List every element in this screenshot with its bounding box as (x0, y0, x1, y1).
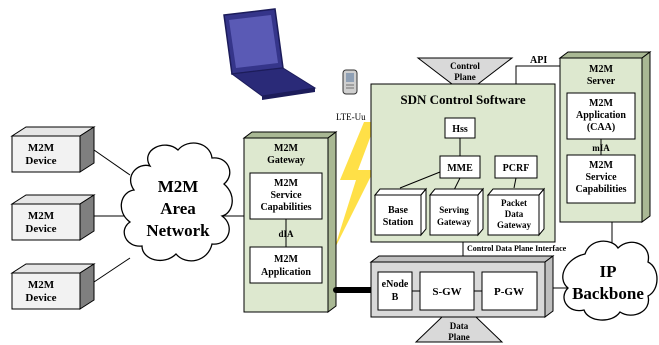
m2m-device-1: M2M Device (10, 126, 96, 173)
gateway-title-line1: M2M (274, 143, 298, 154)
control-plane-line1: Control (450, 61, 480, 71)
gw-sc-line3: Capabilities (260, 202, 311, 213)
base-station-line2: Station (383, 217, 414, 228)
server-service-capabilities-box (566, 154, 636, 204)
serving-gateway-line1: Serving (439, 205, 469, 215)
dia-interface-label: dIA (278, 229, 294, 239)
ip-backbone-cloud: IP Backbone (562, 240, 658, 321)
gw-app-line1: M2M (274, 254, 298, 265)
serving-gateway-box (429, 194, 479, 236)
srv-app-line3: (CAA) (587, 122, 615, 133)
base-station-box (374, 194, 422, 236)
laptop-icon (223, 8, 317, 100)
sgw-label: S-GW (432, 286, 461, 298)
gateway-title-line2: Gateway (267, 155, 305, 166)
pgw-label: P-GW (494, 286, 524, 298)
area-network-line3: Network (146, 221, 210, 240)
api-link (515, 65, 560, 84)
m2m-device-2: M2M Device (10, 194, 96, 241)
lte-uu-label: LTE-Uu (336, 112, 366, 122)
control-plane-line2: Plane (454, 72, 476, 82)
m2m-gateway: M2M Gateway M2M Service Capabilities dIA… (242, 131, 338, 313)
pdn-gateway-line3: Gateway (497, 220, 531, 230)
gw-app-line2: Application (261, 267, 311, 278)
area-network-line2: Area (160, 199, 196, 218)
data-plane-line2: Plane (448, 332, 470, 342)
pdn-gateway-line1: Packet (501, 198, 527, 208)
pgw-box (481, 271, 538, 311)
enodeb-box (377, 271, 413, 311)
srv-app-line2: Application (576, 110, 626, 121)
cdpi-label: Control Data Plane Interface (467, 244, 567, 253)
device-label-line2: Device (25, 223, 56, 235)
base-station-line1: Base (388, 205, 409, 216)
srv-sc-line3: Capabilities (575, 184, 626, 195)
data-plane-container: eNode B S-GW P-GW (369, 255, 555, 318)
sdn-title: SDN Control Software (400, 92, 525, 107)
pcrf-label: PCRF (503, 163, 530, 174)
hss-label: Hss (452, 124, 468, 135)
ip-backbone-line2: Backbone (572, 284, 644, 303)
srv-sc-line1: M2M (589, 160, 613, 171)
gateway-service-capabilities-box (249, 172, 323, 220)
mme-label: MME (447, 163, 473, 174)
packet-data-gateway-box (487, 194, 540, 236)
control-plane-marker: Control Plane (416, 57, 514, 85)
m2m-area-network-cloud: M2M Area Network (120, 142, 233, 262)
server-title-line1: M2M (589, 64, 613, 75)
ip-backbone-line1: IP (600, 262, 617, 281)
wireless-link-icon (334, 122, 376, 250)
server-title-line2: Server (587, 76, 616, 87)
m2m-server: M2M Server M2M Application (CAA) mIA M2M… (558, 51, 652, 223)
gateway-application-box (249, 246, 323, 284)
device-label-line1: M2M (28, 279, 55, 291)
srv-sc-line2: Service (585, 172, 617, 183)
phone-icon (342, 69, 358, 95)
data-plane-line1: Data (450, 321, 469, 331)
pdn-gateway-line2: Data (505, 209, 524, 219)
m2m-device-3: M2M Device (10, 263, 96, 310)
mia-interface-label: mIA (592, 143, 610, 153)
enodeb-line2: B (392, 292, 399, 303)
gw-sc-line2: Service (270, 190, 302, 201)
data-plane-marker: Data Plane (414, 316, 504, 343)
device-label-line2: Device (25, 155, 56, 167)
enodeb-line1: eNode (382, 279, 409, 290)
device-label-line1: M2M (28, 210, 55, 222)
gw-sc-line1: M2M (274, 178, 298, 189)
area-network-line1: M2M (158, 177, 199, 196)
device-label-line1: M2M (28, 142, 55, 154)
sdn-control-software: SDN Control Software Hss MME PCRF Base S… (370, 83, 556, 243)
server-application-box (566, 92, 636, 140)
serving-gateway-line2: Gateway (437, 217, 471, 227)
api-label: API (530, 55, 547, 66)
srv-app-line1: M2M (589, 98, 613, 109)
device-label-line2: Device (25, 292, 56, 304)
